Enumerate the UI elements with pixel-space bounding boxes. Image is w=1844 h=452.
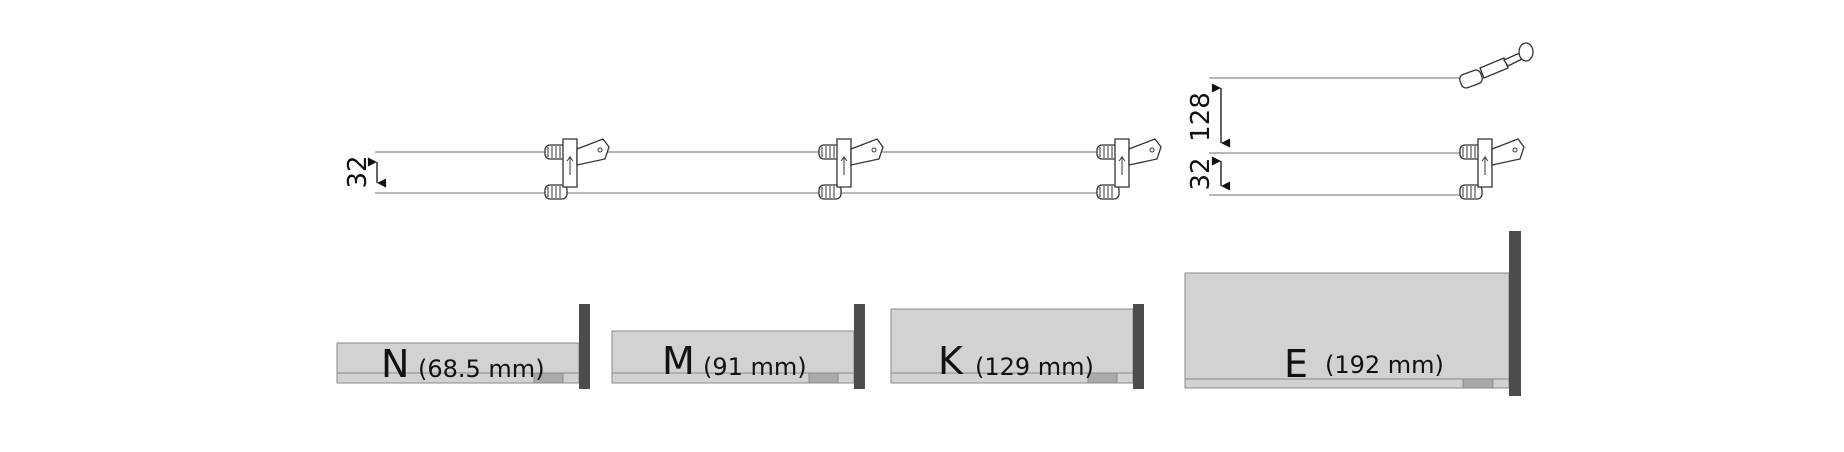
drawer-height-label: (68.5 mm) bbox=[418, 355, 545, 383]
bracket-icon bbox=[1459, 138, 1525, 200]
drawer-k: K (129 mm) bbox=[890, 304, 1144, 389]
bracket-icon bbox=[1096, 138, 1162, 200]
front-panel bbox=[1133, 304, 1144, 389]
drawer-n: N (68.5 mm) bbox=[336, 304, 590, 389]
right-dimension-group: 128 32 bbox=[1186, 42, 1534, 200]
drawer-tab bbox=[533, 372, 564, 384]
left-dimension-group: 32 bbox=[343, 138, 1162, 200]
drawer-e: E (192 mm) bbox=[1184, 231, 1521, 396]
drawer-height-label: (192 mm) bbox=[1325, 351, 1444, 379]
front-panel bbox=[854, 304, 865, 389]
drawer-letter: K bbox=[938, 339, 964, 383]
drawer-m: M (91 mm) bbox=[611, 304, 865, 389]
dimension-label-128: 128 bbox=[1186, 92, 1216, 142]
dimension-label-32: 32 bbox=[1186, 157, 1216, 190]
bolt-icon bbox=[1457, 42, 1534, 90]
bracket-icon bbox=[544, 138, 610, 200]
drawer-letter: M bbox=[662, 339, 695, 383]
drawer-height-label: (129 mm) bbox=[975, 353, 1094, 381]
drawer-letter: N bbox=[381, 342, 409, 386]
drawer-height-label: (91 mm) bbox=[703, 353, 807, 381]
drawer-tab bbox=[1087, 372, 1118, 384]
drawer-tab bbox=[808, 372, 839, 384]
drawer-tab bbox=[1462, 378, 1494, 389]
front-panel bbox=[579, 304, 590, 389]
drawer-letter: E bbox=[1284, 342, 1308, 386]
bracket-icon bbox=[818, 138, 884, 200]
front-panel bbox=[1509, 231, 1521, 396]
dimension-label-32: 32 bbox=[343, 155, 373, 188]
